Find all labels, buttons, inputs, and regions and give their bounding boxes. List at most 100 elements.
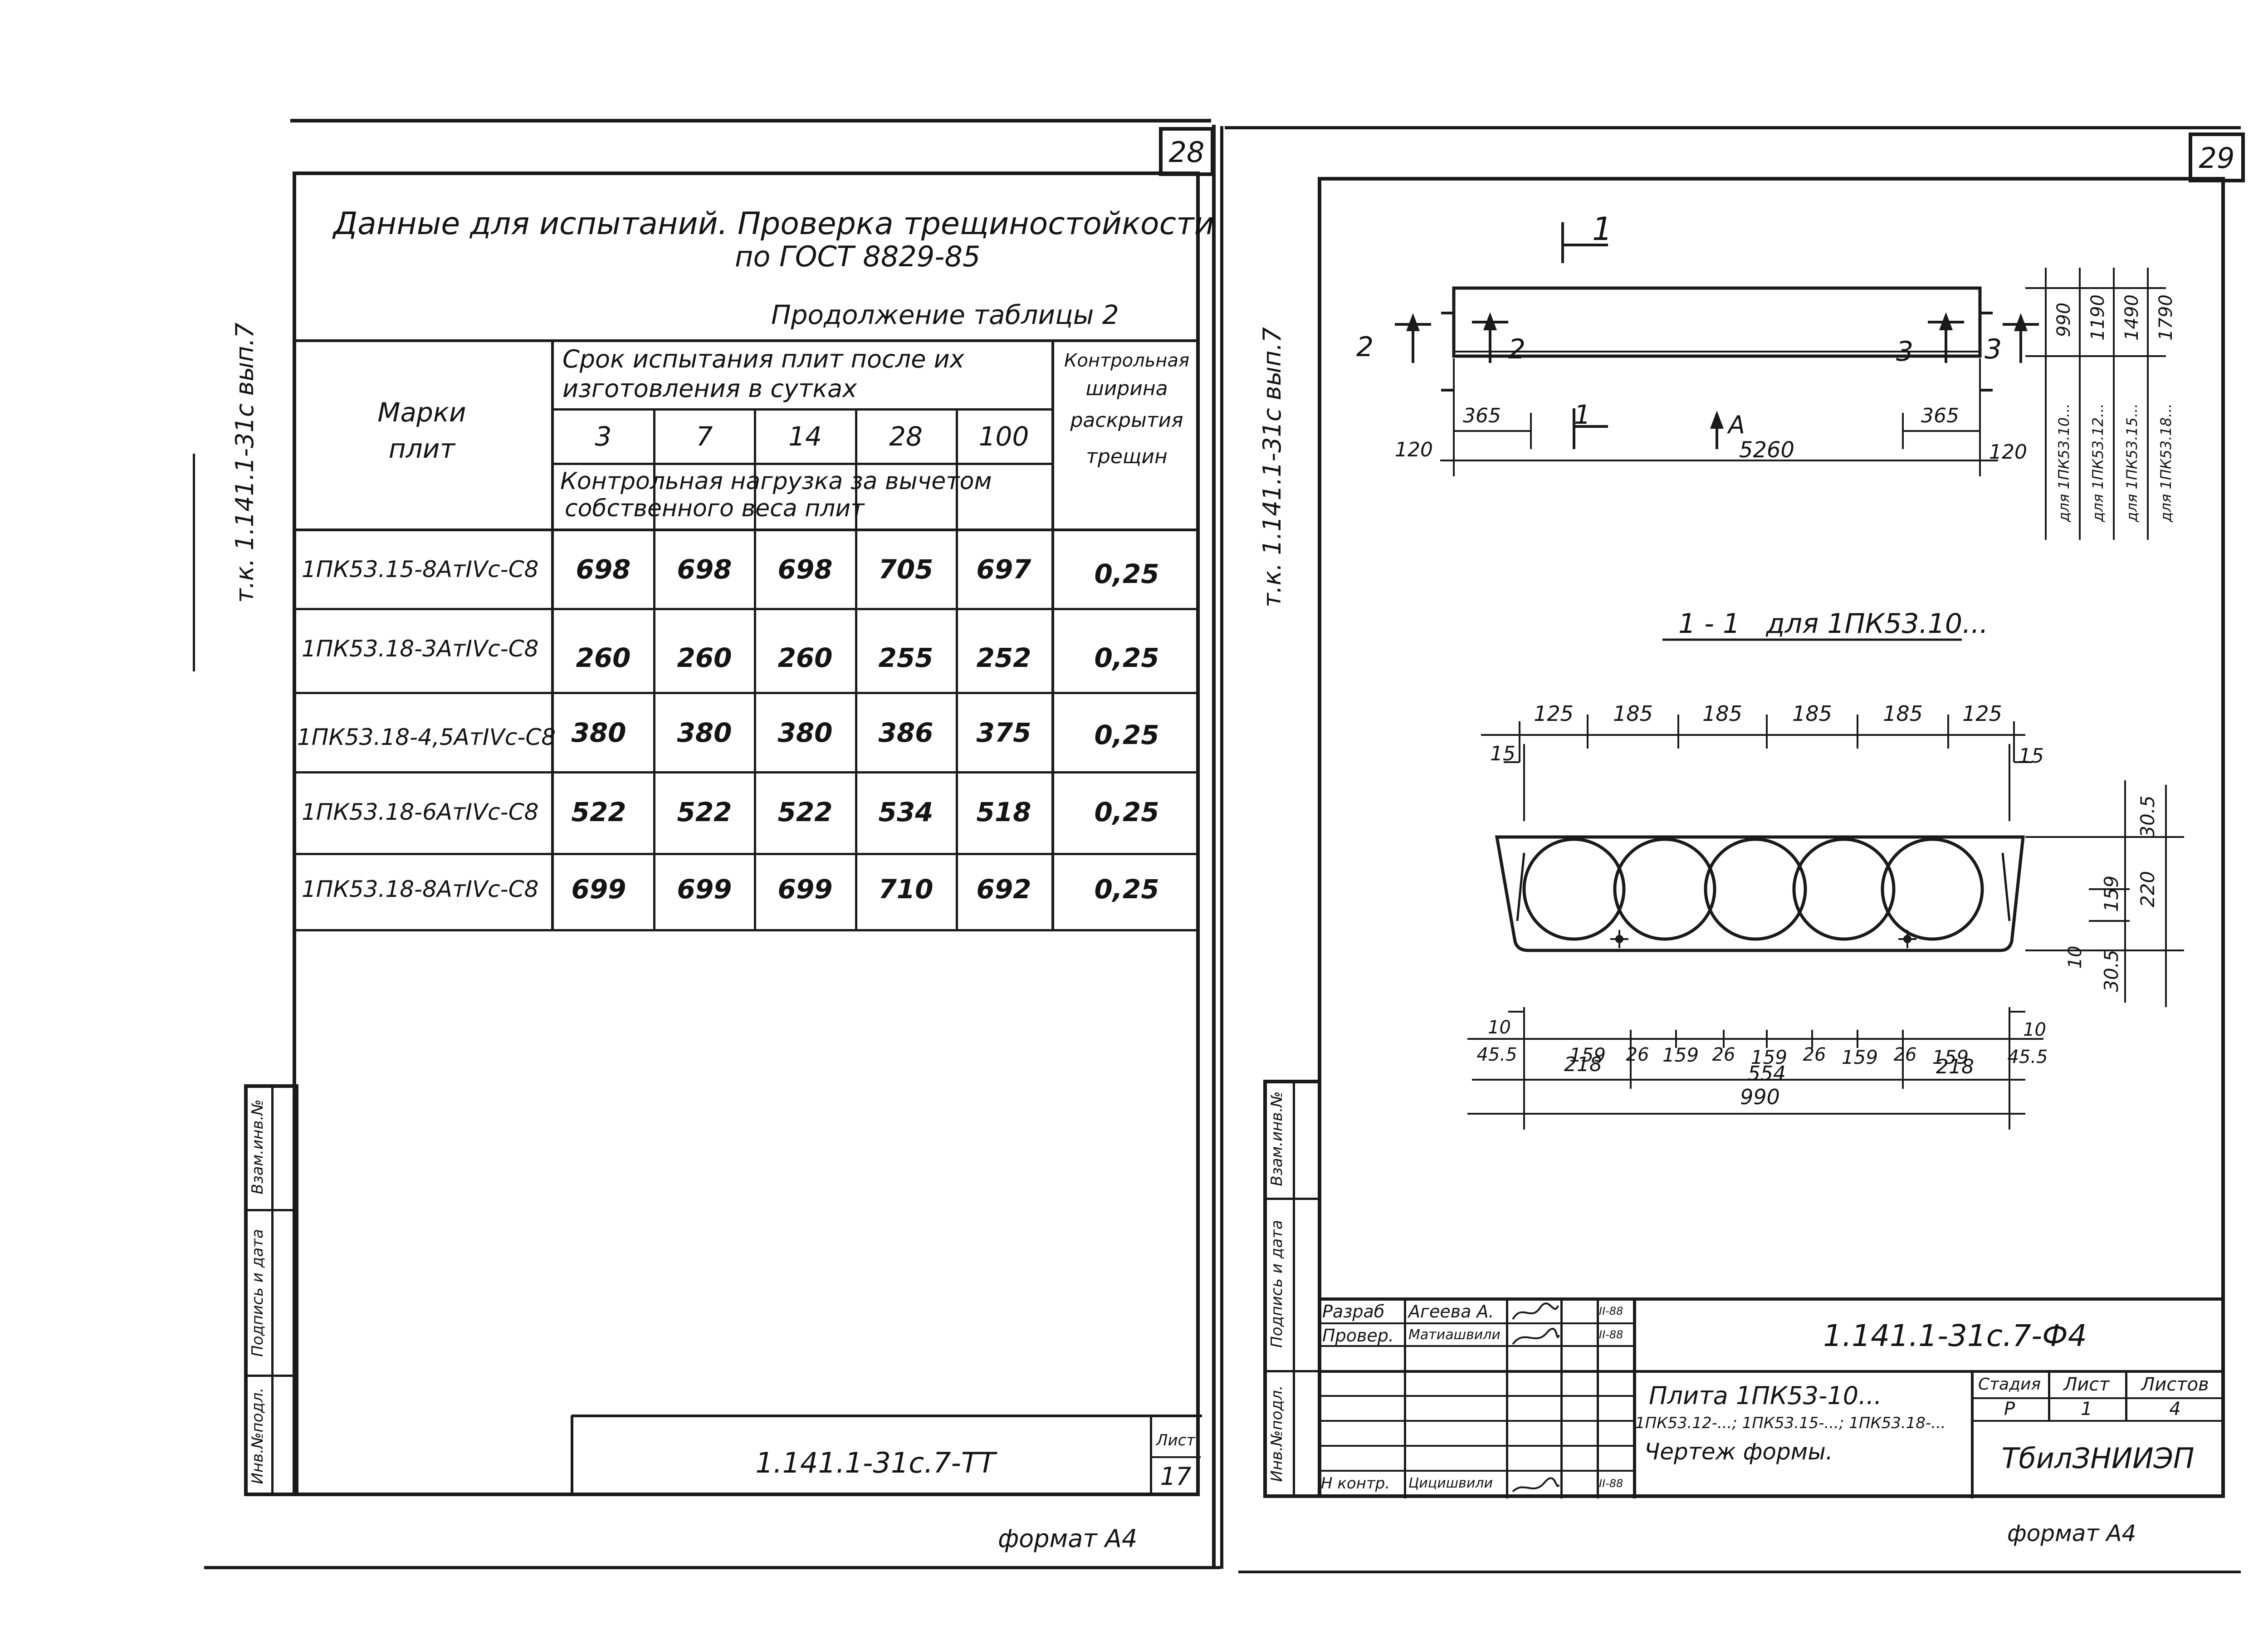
- header-load-line1: Контрольная нагрузка за вычетом: [560, 468, 992, 495]
- row5-v5: 692: [976, 874, 1031, 905]
- plan-edge-left: 120: [1395, 438, 1433, 461]
- row4-v2: 522: [677, 797, 732, 827]
- right-top-edge: [1225, 126, 2241, 129]
- stamp-role-3: Н контр.: [1321, 1474, 1390, 1493]
- stamp-role-1: Разраб: [1322, 1302, 1385, 1322]
- plan-edge-right: 120: [1989, 441, 2027, 464]
- stamp-role-2: Провер.: [1322, 1326, 1394, 1346]
- stamp-name-1: Агеева А.: [1408, 1302, 1494, 1322]
- bottom-row1-6: 159: [1750, 1046, 1788, 1068]
- stamp-row-4: [1318, 1395, 1635, 1397]
- left-stamp-sheet-number: 17: [1160, 1462, 1192, 1491]
- plan-width-2: 1190: [2087, 294, 2108, 341]
- row5-v2: 699: [677, 874, 732, 905]
- left-page-number-box: [1159, 127, 1214, 176]
- stamp-stage-value: Р: [2004, 1399, 2015, 1420]
- left-frame: [293, 171, 1200, 1496]
- stamp-name-2: Матиашвили: [1408, 1327, 1501, 1343]
- bottom-row1-9: 26: [1893, 1044, 1917, 1065]
- stamp-row-5: [1318, 1420, 1635, 1422]
- left-format: формат А4: [998, 1524, 1138, 1553]
- bottom-10-left: 10: [1488, 1017, 1511, 1038]
- header-load-line2: собственного веса плит: [565, 495, 865, 522]
- left-side-stamp-inv: Инв.№подл.: [249, 1387, 267, 1484]
- plan-width-label-3: для 1ПК53.15...: [2123, 403, 2141, 522]
- left-side-stamp-vzam: Взам.инв.№: [249, 1099, 267, 1194]
- stamp-row-6: [1318, 1445, 1635, 1447]
- bottom-row1-7: 26: [1803, 1044, 1826, 1065]
- header-crack-line1: Контрольная: [1064, 350, 1190, 371]
- left-side-stamp-sign: Подпись и дата: [249, 1229, 267, 1357]
- row5-v4: 710: [878, 874, 934, 905]
- left-side-stamp-col: [271, 1084, 274, 1496]
- section-top-dim-2: 185: [1613, 701, 1653, 726]
- table-row3-bottom: [293, 771, 1200, 773]
- stamp-code: 1.141.1-31с.7-Ф4: [1823, 1318, 2087, 1353]
- row2-mark: 1ПК53.18-3АтIVc-С8: [302, 636, 539, 662]
- stamp-col-sheet: [2048, 1371, 2050, 1421]
- day-col-5: 100: [978, 421, 1029, 452]
- left-title-line2: по ГОСТ 8829-85: [735, 240, 981, 273]
- section-top-dim-5: 185: [1883, 701, 1923, 726]
- table-row2-bottom: [293, 692, 1200, 694]
- left-stamp-sheet-label: Лист: [1156, 1431, 1196, 1449]
- row4-v5: 518: [976, 797, 1031, 827]
- left-page-number: 28: [1168, 136, 1205, 169]
- right-page-number: 29: [2199, 142, 2235, 175]
- section-height-top: 30.5: [2136, 795, 2159, 838]
- stamp-sheets-label: Листов: [2141, 1374, 2209, 1395]
- stamp-sheet-label: Лист: [2063, 1374, 2110, 1395]
- section-height-void: 159: [2100, 875, 2122, 912]
- bottom-row2-3: 218: [1936, 1055, 1974, 1078]
- section-top-dim-3: 185: [1702, 701, 1742, 726]
- row2-v4: 255: [878, 642, 934, 673]
- row4-crack: 0,25: [1094, 797, 1159, 827]
- right-frame: [1318, 177, 2225, 1498]
- left-stamp-sheet-line: [1151, 1456, 1201, 1458]
- plan-offset-left: 365: [1463, 404, 1501, 427]
- row3-v4: 386: [878, 717, 934, 748]
- bottom-row1-8: 159: [1841, 1046, 1878, 1068]
- table-top-line: [293, 339, 1200, 342]
- section-title: 1 - 1 для 1ПК53.10...: [1678, 608, 1989, 640]
- stamp-title-line1: Плита 1ПК53-10...: [1649, 1381, 1882, 1410]
- row1-v1: 698: [576, 554, 631, 585]
- right-side-stamp-row1: [1264, 1198, 1320, 1200]
- row5-v3: 699: [777, 874, 833, 905]
- section-top-dim-1: 125: [1534, 701, 1574, 726]
- plan-cut2-inner: 2: [1508, 333, 1526, 365]
- left-side-stamp-row1: [245, 1209, 298, 1211]
- bottom-row1-5: 26: [1712, 1044, 1735, 1065]
- section-height-10: 10: [2065, 945, 2086, 969]
- bottom-row1-11: 45.5: [2007, 1047, 2048, 1067]
- row1-v4: 705: [878, 554, 934, 585]
- header-period-line2: изготовления в сутках: [562, 374, 857, 403]
- plan-section-mark-bottom: 1: [1574, 399, 1591, 430]
- row3-v3: 380: [777, 717, 833, 748]
- row1-crack: 0,25: [1094, 558, 1159, 589]
- stamp-title-line3: Чертеж формы.: [1644, 1439, 1833, 1465]
- header-period-line1: Срок испытания плит после их: [562, 345, 964, 373]
- table-col-d2: [754, 409, 756, 930]
- bottom-row1-4: 159: [1662, 1044, 1699, 1066]
- plan-cut3-inner: 3: [1896, 336, 1914, 367]
- right-page-number-box: [2189, 132, 2245, 182]
- left-stamp-top: [572, 1415, 1202, 1417]
- right-side-stamp-inv: Инв.№подл.: [1268, 1385, 1286, 1482]
- stamp-stage-label: Стадия: [1978, 1375, 2041, 1394]
- stamp-row-1: [1318, 1322, 1635, 1324]
- left-right-edge: [1212, 125, 1216, 1567]
- table-col-d1: [653, 409, 655, 930]
- left-title-line1: Данные для испытаний. Проверка трещиност…: [333, 206, 1214, 242]
- right-side-stamp: [1263, 1080, 1321, 1498]
- plan-cut2-left: 2: [1356, 331, 1374, 363]
- plan-width-3: 1490: [2121, 294, 2142, 341]
- row4-v1: 522: [571, 797, 626, 827]
- left-continuation: Продолжение таблицы 2: [771, 299, 1119, 330]
- right-format: формат А4: [2007, 1520, 2136, 1547]
- day-col-1: 3: [595, 421, 612, 452]
- row2-v5: 252: [976, 642, 1031, 673]
- right-bottom-edge: [1238, 1571, 2241, 1573]
- plan-width-4: 1790: [2156, 294, 2176, 341]
- stamp-col-name: [1506, 1299, 1508, 1498]
